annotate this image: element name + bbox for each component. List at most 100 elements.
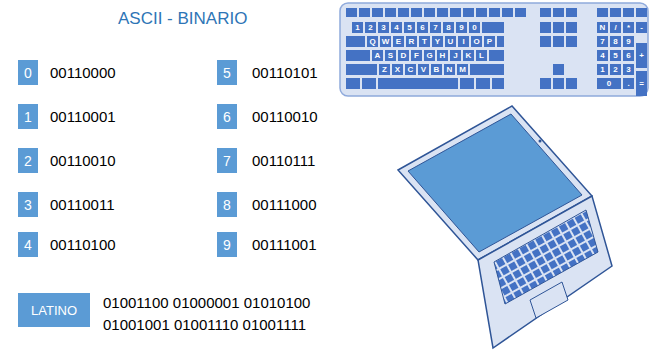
digit: 1 [24,109,32,125]
key-cap [372,50,383,61]
key-label: V [418,64,429,75]
key-cap [424,50,435,61]
key-label: 8 [443,22,454,33]
key-cap [352,22,363,33]
key-cap [553,78,564,89]
binary-code: 00110011 [50,196,115,213]
key-label: 4 [597,50,608,61]
key-cap [610,22,621,33]
key-label: * [623,22,634,33]
key-label: H [437,50,448,61]
key-cap [418,64,429,75]
key-label: N [597,22,608,33]
key-cap [492,78,504,89]
key-cap [419,36,430,47]
binary-code: 00110111 [252,152,315,169]
digit-box: 7 [217,148,237,173]
key-label: P [484,36,495,47]
binary-code: 01001100 01000001 01010100 01001001 0100… [103,292,363,336]
digit: 0 [24,65,32,81]
key-cap [623,50,634,61]
key-cap [380,36,391,47]
key-label: + [636,43,647,68]
key-label: J [450,50,461,61]
key-label: Q [367,36,378,47]
key-cap [553,8,564,17]
key-cap [437,50,448,61]
key-label: 0 [597,78,621,89]
key-cap [610,50,621,61]
key-cap [431,64,442,75]
key-cap [463,8,474,17]
key-cap [432,36,443,47]
key-cap [457,64,468,75]
key-label: 1 [352,22,363,33]
key-cap [476,78,490,89]
key-cap [392,64,403,75]
key-cap [636,43,647,68]
key-label: 3 [378,22,389,33]
key-label: K [463,50,474,61]
key-cap [359,8,370,17]
key-cap [424,8,435,17]
key-cap [385,50,396,61]
digit: 5 [223,65,231,81]
key-label: L [476,50,487,61]
key-label: 3 [623,64,634,75]
key-cap [458,36,469,47]
key-label: 7 [430,22,441,33]
key-cap [476,8,487,17]
key-label: 2 [610,64,621,75]
key-cap [484,36,495,47]
digit-box: 0 [18,60,38,85]
key-label: 6 [623,50,634,61]
key-label: A [372,50,383,61]
key-cap [393,36,404,47]
key-label: 5 [404,22,415,33]
key-cap [610,8,621,17]
key-cap [553,64,564,75]
key-label: B [431,64,442,75]
key-cap [610,64,621,75]
digit-box: 2 [18,148,38,173]
key-label: - [636,22,647,33]
key-cap [398,8,409,17]
binary-code: 00111001 [252,236,317,253]
key-label: Z [379,64,390,75]
key-cap [597,64,608,75]
key-cap [406,36,417,47]
key-label: 5 [610,50,621,61]
key-cap [430,22,441,33]
key-label: F [411,50,422,61]
key-cap [636,71,647,96]
key-label: E [393,36,404,47]
digit-box: 8 [217,192,237,217]
key-cap [437,8,448,17]
key-cap [566,22,577,33]
binary-code: 00111000 [252,196,317,213]
key-cap [385,8,396,17]
key-cap [372,8,383,17]
key-cap [597,22,608,33]
key-cap [566,8,577,17]
key-cap [443,22,454,33]
key-cap [489,8,500,17]
key-cap [540,36,551,47]
digit-box: 3 [18,192,38,217]
key-cap [444,64,455,75]
key-cap [502,8,513,17]
key-label: 0 [469,22,480,33]
key-cap [597,78,621,89]
box-label: LATINO [31,303,77,318]
key-cap [391,22,402,33]
key-label: 6 [417,22,428,33]
key-cap [597,36,608,47]
label-box: LATINO [18,293,90,327]
key-cap [346,50,370,61]
key-cap [346,78,360,89]
keyboard-body [340,3,648,96]
key-label: . [623,78,634,89]
key-cap [469,22,480,33]
